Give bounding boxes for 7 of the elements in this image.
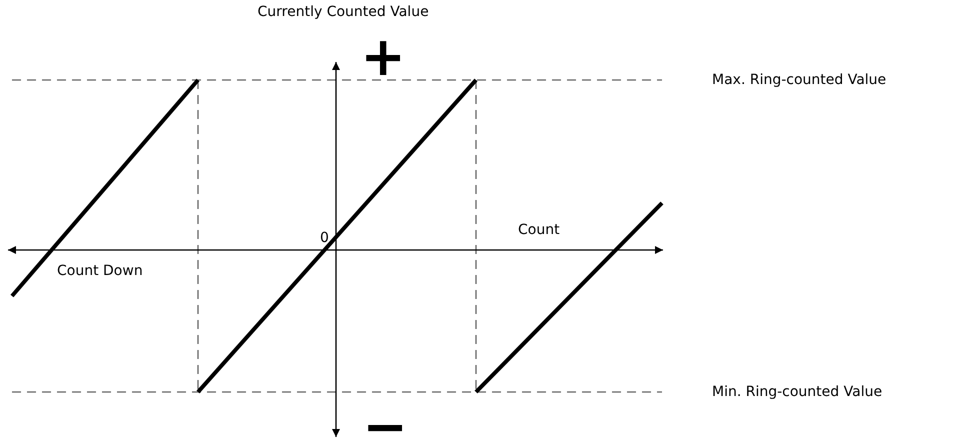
- min-value-label: Min. Ring-counted Value: [712, 384, 882, 400]
- minus-sign: −: [362, 400, 408, 445]
- plus-sign: +: [360, 30, 406, 84]
- count-label: Count: [518, 222, 560, 238]
- zero-label: 0: [320, 230, 329, 246]
- axis-title: Currently Counted Value: [258, 4, 429, 20]
- max-value-label: Max. Ring-counted Value: [712, 72, 886, 88]
